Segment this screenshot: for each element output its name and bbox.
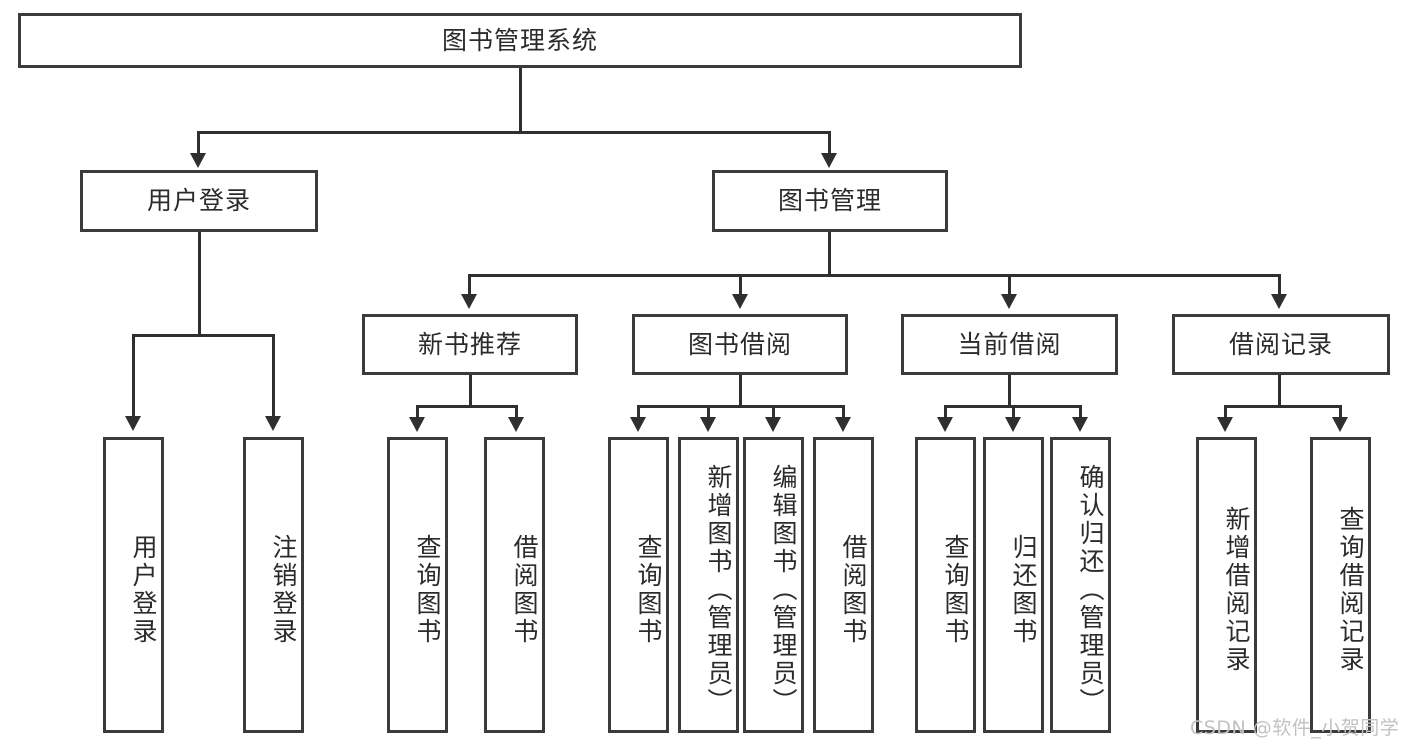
node-leaf-query-book-borrow[interactable]: 查询图书	[608, 437, 669, 733]
edge-current-borrow-to-leaf3	[1079, 405, 1082, 419]
edge-root-to-user-login	[197, 131, 200, 156]
arrow-book-borrow-to-leaf1	[630, 417, 646, 432]
edge-new-book-rec-bus	[416, 405, 518, 408]
node-root-book-management-system[interactable]: 图书管理系统	[18, 13, 1022, 68]
edge-book-borrow-to-leaf4	[842, 405, 845, 419]
arrow-borrow-record-to-leaf2	[1332, 417, 1348, 432]
arrow-book-manage-to-l3-4	[1271, 294, 1287, 309]
node-leaf-confirm-return-admin[interactable]: 确认归还（管理员）	[1050, 437, 1111, 733]
edge-new-book-rec-to-leaf1	[416, 405, 419, 419]
edge-user-login-bus	[132, 334, 272, 337]
node-book-borrowing[interactable]: 图书借阅	[632, 314, 848, 375]
edge-book-borrow-to-leaf3	[772, 405, 775, 419]
node-leaf-logout[interactable]: 注销登录	[243, 437, 304, 733]
node-current-borrowing[interactable]: 当前借阅	[901, 314, 1118, 375]
node-new-book-recommendation[interactable]: 新书推荐	[362, 314, 578, 375]
edge-book-manage-trunk	[828, 232, 831, 276]
edge-root-trunk	[519, 68, 522, 132]
arrow-new-book-rec-to-leaf1	[409, 417, 425, 432]
node-leaf-query-borrow-record[interactable]: 查询借阅记录	[1310, 437, 1371, 733]
edge-borrow-record-to-leaf2	[1339, 405, 1342, 419]
edge-book-borrow-bus	[637, 405, 844, 408]
edge-book-manage-to-l3-1	[468, 274, 471, 296]
arrow-book-borrow-to-leaf4	[835, 417, 851, 432]
edge-user-login-trunk	[198, 232, 201, 336]
edge-borrow-record-to-leaf1	[1224, 405, 1227, 419]
arrow-root-to-book-manage	[821, 153, 837, 168]
edge-borrow-record-bus	[1224, 405, 1342, 408]
edge-book-borrow-trunk	[739, 375, 742, 407]
edge-root-bus	[197, 131, 830, 134]
node-book-management[interactable]: 图书管理	[712, 170, 948, 232]
node-leaf-query-book-current[interactable]: 查询图书	[915, 437, 976, 733]
arrow-new-book-rec-to-leaf2	[508, 417, 524, 432]
node-leaf-borrow-book-new-rec[interactable]: 借阅图书	[484, 437, 545, 733]
arrow-current-borrow-to-leaf2	[1005, 417, 1021, 432]
node-user-login[interactable]: 用户登录	[80, 170, 318, 232]
node-leaf-return-book[interactable]: 归还图书	[983, 437, 1044, 733]
arrow-book-manage-to-l3-1	[461, 294, 477, 309]
edge-current-borrow-trunk	[1008, 375, 1011, 407]
node-leaf-edit-book-admin[interactable]: 编辑图书（管理员）	[743, 437, 804, 733]
arrow-borrow-record-to-leaf1	[1217, 417, 1233, 432]
edge-root-to-book-manage	[828, 131, 831, 156]
arrow-book-manage-to-l3-3	[1001, 294, 1017, 309]
edge-book-manage-to-l3-3	[1008, 274, 1011, 296]
edge-borrow-record-trunk	[1278, 375, 1281, 407]
edge-user-login-to-leaf2	[272, 334, 275, 418]
node-leaf-user-login[interactable]: 用户登录	[103, 437, 164, 733]
arrow-root-to-user-login	[190, 153, 206, 168]
edge-current-borrow-to-leaf2	[1012, 405, 1015, 419]
arrow-user-login-to-leaf1	[125, 416, 141, 431]
edge-book-manage-to-l3-2	[739, 274, 742, 296]
edge-new-book-rec-trunk	[469, 375, 472, 407]
edge-book-manage-to-l3-4	[1278, 274, 1281, 296]
edge-user-login-to-leaf1	[132, 334, 135, 418]
node-leaf-borrow-book[interactable]: 借阅图书	[813, 437, 874, 733]
edge-book-borrow-to-leaf2	[707, 405, 710, 419]
node-leaf-add-borrow-record[interactable]: 新增借阅记录	[1196, 437, 1257, 733]
edge-book-borrow-to-leaf1	[637, 405, 640, 419]
edge-book-manage-bus	[468, 274, 1281, 277]
node-leaf-query-book-new-rec[interactable]: 查询图书	[387, 437, 448, 733]
node-borrowing-record[interactable]: 借阅记录	[1172, 314, 1390, 375]
edge-current-borrow-to-leaf1	[944, 405, 947, 419]
arrow-book-borrow-to-leaf2	[700, 417, 716, 432]
node-leaf-add-book-admin[interactable]: 新增图书（管理员）	[678, 437, 739, 733]
edge-new-book-rec-to-leaf2	[515, 405, 518, 419]
arrow-book-borrow-to-leaf3	[765, 417, 781, 432]
csdn-watermark: CSDN @软件_小贺同学	[1190, 717, 1400, 739]
arrow-user-login-to-leaf2	[265, 416, 281, 431]
arrow-book-manage-to-l3-2	[732, 294, 748, 309]
arrow-current-borrow-to-leaf1	[937, 417, 953, 432]
arrow-current-borrow-to-leaf3	[1072, 417, 1088, 432]
